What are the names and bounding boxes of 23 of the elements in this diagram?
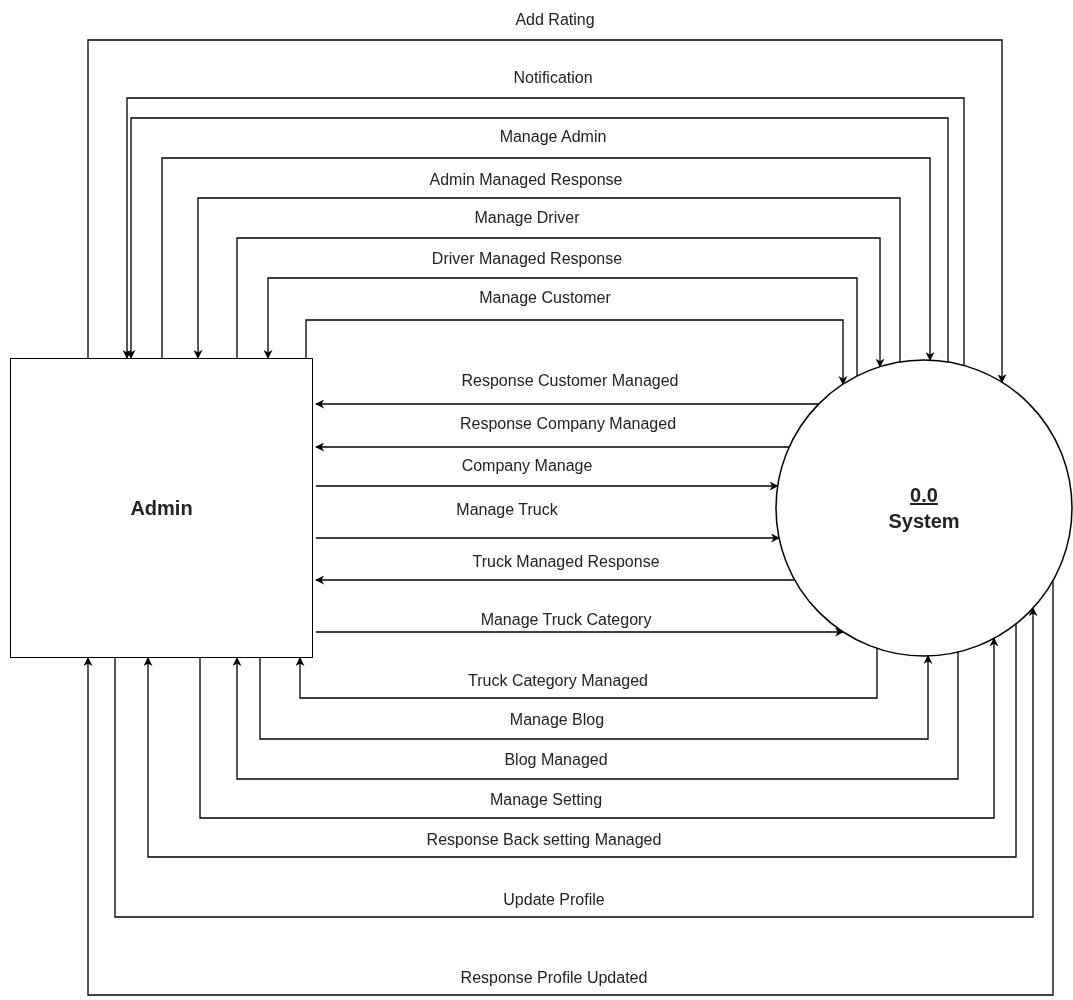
arrow — [199, 637, 999, 819]
process-box — [10, 358, 313, 658]
node-label: System — [888, 509, 960, 534]
node-label: Admin — [130, 496, 193, 521]
arrow — [315, 481, 779, 491]
arrow — [315, 627, 845, 637]
arrow — [315, 575, 796, 585]
arrow — [295, 647, 878, 699]
arrow — [315, 533, 780, 543]
arrow — [315, 442, 790, 452]
arrow — [161, 157, 935, 361]
arrow — [232, 651, 959, 780]
arrow — [193, 197, 901, 363]
arrow — [87, 39, 1007, 384]
arrow — [315, 399, 820, 409]
arrow — [143, 623, 1017, 858]
process-number: 0.0 — [910, 483, 938, 508]
arrow — [305, 319, 848, 386]
arrow — [114, 607, 1038, 918]
arrow — [236, 237, 885, 368]
process-circle — [775, 359, 1073, 657]
arrow — [263, 277, 858, 377]
arrow — [259, 655, 933, 740]
